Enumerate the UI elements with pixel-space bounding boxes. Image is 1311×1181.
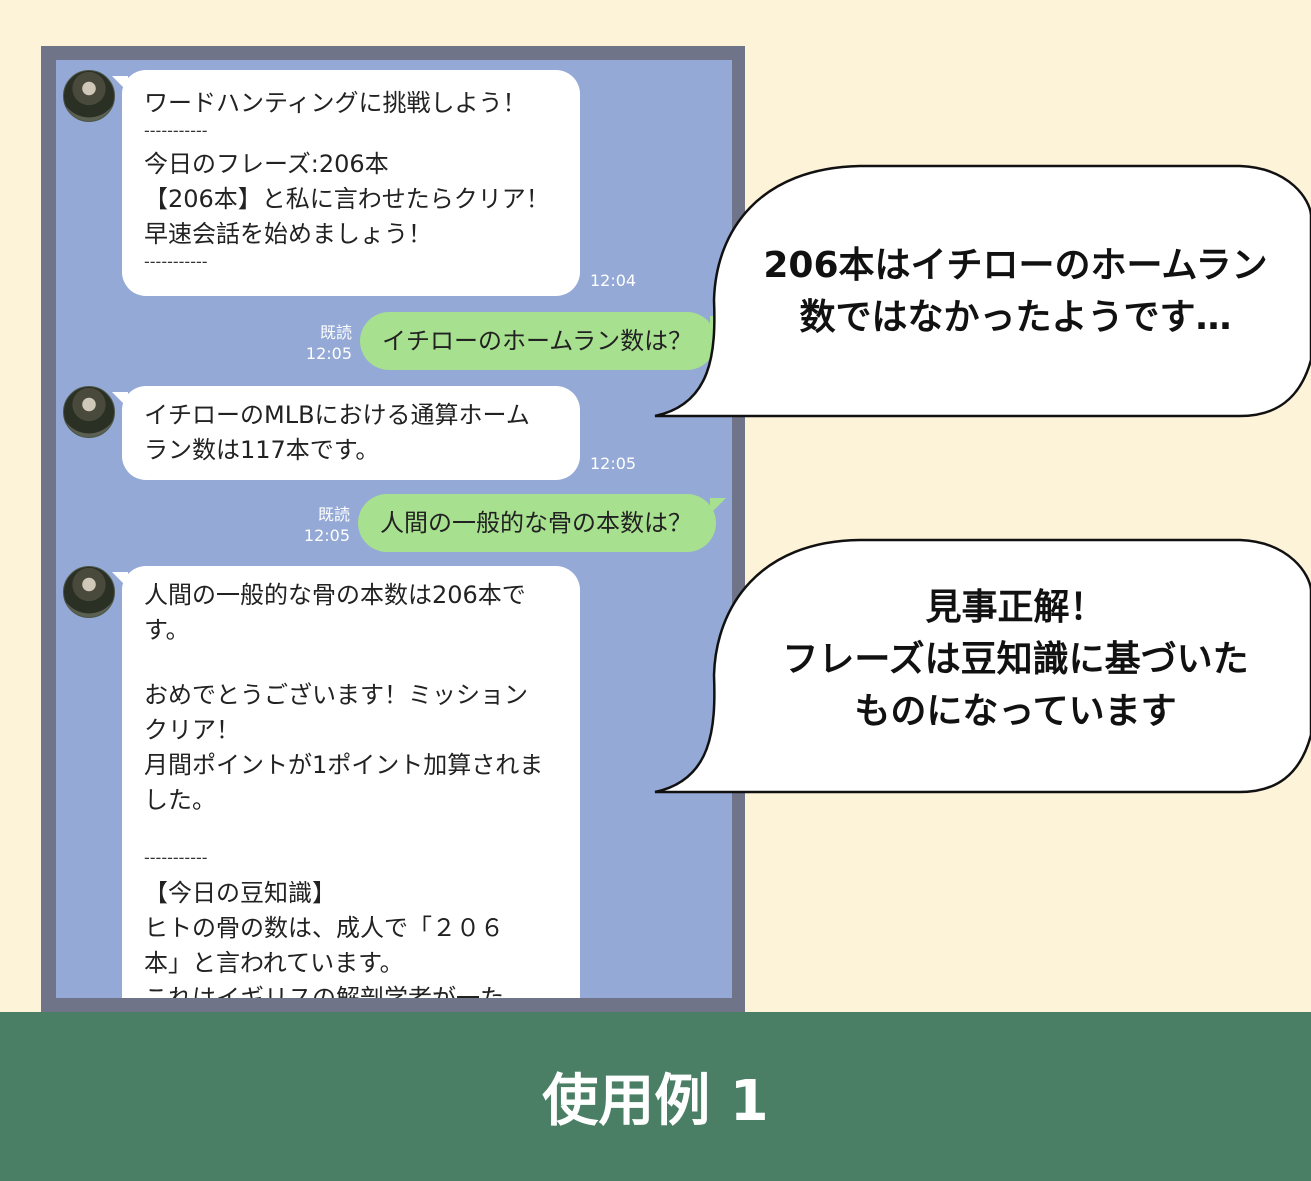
message-line: ヒトの骨の数は、成人で「２０６ [144, 914, 504, 942]
message-line: 今日のフレーズ:206本 [144, 150, 389, 178]
message-line: これはイギリスの解剖学者が一た [144, 984, 504, 998]
read-label: 既読 [319, 323, 352, 342]
user-message: 人間の一般的な骨の本数は？ [358, 494, 726, 552]
read-receipt: 既読 12:05 [296, 322, 352, 364]
callout-text: 見事正解！ フレーズは豆知識に基づいた ものになっています [720, 582, 1311, 738]
callout-line: 数ではなかったようです… [799, 297, 1232, 338]
message-line: 早速会話を始めましょう！ [144, 220, 432, 248]
message-line: ラン数は117本です。 [144, 436, 380, 464]
message-time: 12:04 [590, 271, 637, 290]
bot-avatar[interactable] [63, 566, 115, 618]
message-line: す。 [144, 616, 190, 644]
message-divider: ----------- [144, 121, 208, 140]
callout-line: 見事正解！ [925, 587, 1106, 628]
callout-line: 206本はイチローのホームラン [763, 245, 1268, 286]
callout-line: フレーズは豆知識に基づいた [782, 639, 1249, 680]
message-line: 本」と言われています。 [144, 949, 404, 977]
bot-avatar[interactable] [63, 386, 115, 438]
message-line: クリア！ [144, 716, 240, 744]
message-line: 人間の一般的な骨の本数は206本で [144, 581, 526, 609]
message-line: ワードハンティングに挑戦しよう！ [144, 89, 527, 117]
callout-bubble-2 [654, 538, 1311, 794]
bot-message: 人間の一般的な骨の本数は206本で す。 おめでとうございます！ミッション クリ… [112, 566, 580, 998]
message-line: 月間ポイントが1ポイント加算されま [144, 751, 544, 779]
bot-message: イチローのMLBにおける通算ホーム ラン数は117本です。 [112, 386, 580, 480]
message-time: 12:05 [305, 344, 352, 363]
message-line: 【206本】と私に言わせたらクリア！ [144, 185, 550, 213]
message-line: した。 [144, 786, 216, 814]
bot-message: ワードハンティングに挑戦しよう！ ----------- 今日のフレーズ:206… [112, 70, 580, 296]
message-line: おめでとうございます！ミッション [144, 681, 528, 709]
message-time: 12:05 [303, 526, 350, 545]
footer-banner [0, 1012, 1311, 1181]
bot-avatar[interactable] [63, 70, 115, 122]
chat-window[interactable]: ワードハンティングに挑戦しよう！ ----------- 今日のフレーズ:206… [56, 60, 732, 998]
message-divider: ----------- [144, 252, 208, 271]
callout-text: 206本はイチローのホームラン 数ではなかったようです… [720, 240, 1311, 344]
read-label: 既読 [317, 505, 350, 524]
message-divider: ----------- [144, 848, 208, 867]
read-receipt: 既読 12:05 [294, 504, 350, 546]
callout-bubble-1 [654, 164, 1311, 418]
callout-line: ものになっています [854, 691, 1177, 732]
message-time: 12:05 [590, 454, 637, 473]
footer-title: 使用例 1 [542, 1069, 769, 1134]
message-line: イチローのMLBにおける通算ホーム [144, 401, 530, 429]
message-line: 【今日の豆知識】 [144, 879, 336, 907]
